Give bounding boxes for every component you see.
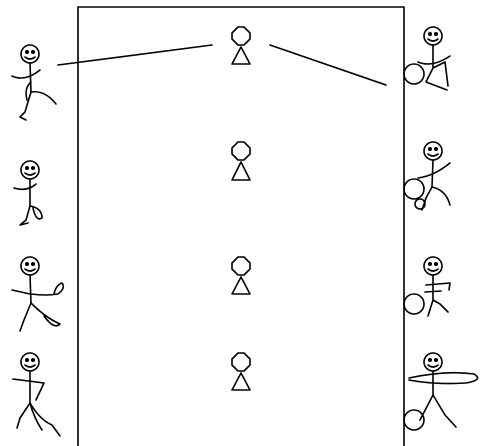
field-boundary [78, 7, 404, 446]
ball-right-1 [404, 64, 424, 84]
stick-figure-right-1 [418, 27, 450, 90]
stick-figure-left-3 [12, 257, 63, 331]
cone-1 [232, 27, 250, 64]
stick-figure-right-4 [409, 353, 478, 427]
pass-line-left [58, 45, 212, 65]
cone-2 [232, 142, 250, 180]
stick-figure-left-1 [12, 45, 56, 120]
ball-right-2 [404, 179, 424, 199]
ball-right-4 [404, 410, 424, 430]
cone-4 [232, 353, 250, 390]
stick-figure-left-4 [13, 353, 60, 436]
stick-figure-left-2 [14, 161, 42, 225]
ball-right-3 [404, 294, 424, 314]
stick-figure-right-3 [424, 257, 450, 316]
pass-line-right [270, 45, 386, 85]
cone-3 [232, 257, 250, 294]
